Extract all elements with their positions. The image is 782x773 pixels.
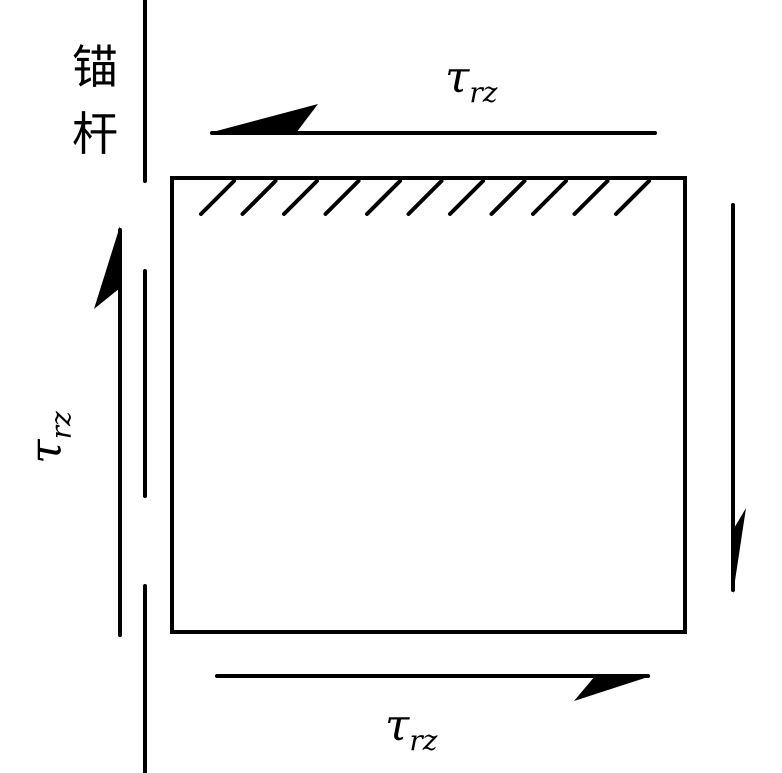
hatch-line (406, 179, 444, 216)
hatch-line (572, 179, 610, 216)
bottom-arrowhead-icon (574, 676, 651, 701)
bolt-label-char-1: 锚 (72, 40, 118, 94)
right-arrowhead-icon (733, 508, 746, 594)
hatch-line (489, 179, 527, 216)
soil-element (170, 176, 687, 634)
tau-symbol: τ (445, 52, 470, 103)
bolt-label-char-2: 杆 (72, 107, 118, 161)
hatch-line (199, 179, 236, 216)
bottom-shear-label: τrz (385, 700, 437, 757)
left-shear-label: τrz (20, 411, 78, 464)
hatch-line (614, 179, 651, 216)
hatch-line (240, 179, 278, 216)
top-shear-label: τrz (445, 52, 497, 109)
subscript: rz (409, 724, 438, 757)
hatch-line (282, 179, 319, 216)
left-arrowhead-icon (94, 226, 120, 309)
tau-symbol: τ (20, 439, 72, 464)
top-arrowhead-icon (209, 104, 318, 133)
hatch-line (365, 179, 402, 216)
hatch-line (531, 179, 568, 216)
subscript: rz (469, 76, 498, 109)
tau-symbol: τ (385, 700, 410, 751)
hatch-line (448, 179, 485, 216)
subscript: rz (44, 411, 78, 440)
hatch-line (323, 179, 361, 216)
hatch-fixed-boundary (199, 179, 651, 216)
